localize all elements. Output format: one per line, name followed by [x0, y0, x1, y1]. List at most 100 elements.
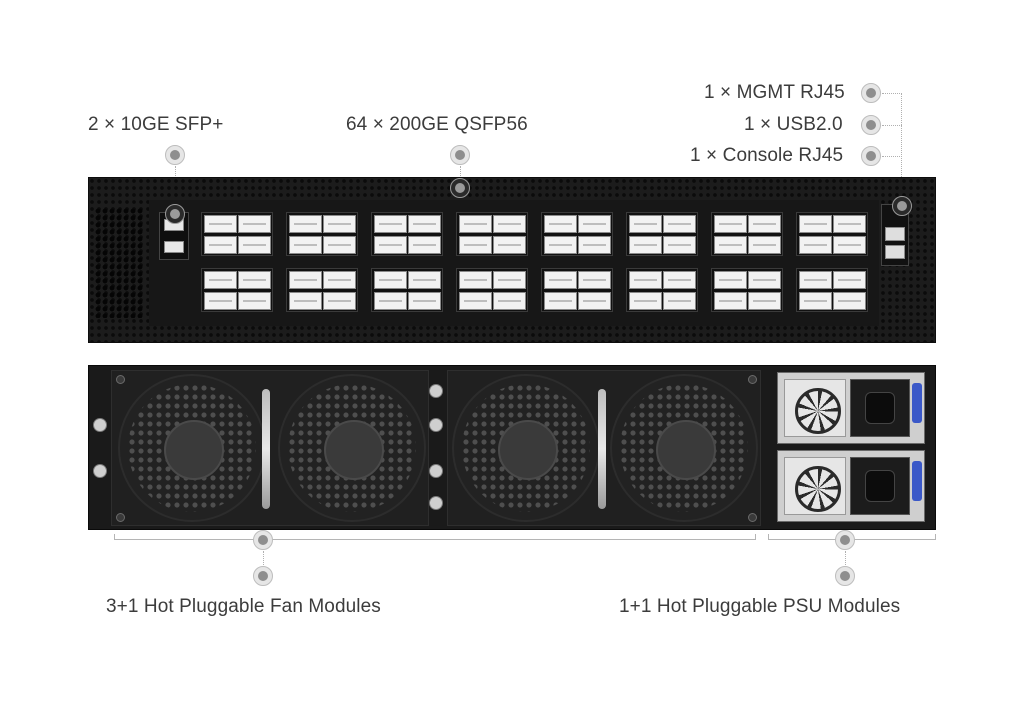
- qsfp-port: [238, 215, 271, 233]
- qsfp-port: [799, 271, 832, 289]
- qsfp-port: [493, 271, 526, 289]
- mgmt-callout-line: [882, 93, 902, 94]
- qsfp-port: [374, 271, 407, 289]
- psu-power-inlet-1: [850, 379, 910, 437]
- qsfp-cage: [371, 268, 443, 312]
- qsfp-port: [408, 236, 441, 254]
- psu-power-inlet-2: [850, 457, 910, 515]
- qsfp-cage: [796, 268, 868, 312]
- qsfp-port: [629, 271, 662, 289]
- qsfp-port: [714, 236, 747, 254]
- qsfp-cage: [541, 268, 613, 312]
- qsfp-cage: [711, 212, 783, 256]
- fan-module-2: [278, 374, 426, 522]
- rear-screw: [93, 418, 107, 432]
- qsfp-port: [459, 271, 492, 289]
- qsfp-port: [374, 236, 407, 254]
- qsfp-port: [204, 292, 237, 310]
- qsfp-port: [374, 215, 407, 233]
- console-port-label: 1 × Console RJ45: [690, 145, 844, 166]
- qsfp-port: [323, 215, 356, 233]
- qsfp-cage: [456, 268, 528, 312]
- qsfp-port: [578, 271, 611, 289]
- fan-tray-handle-2: [598, 389, 606, 509]
- tray-screw: [116, 513, 125, 522]
- usb-port-label: 1 × USB2.0: [744, 114, 843, 135]
- qsfp-port: [833, 215, 866, 233]
- switch-front-panel: [88, 177, 936, 343]
- usb-callout-line: [882, 125, 902, 126]
- qsfp-port: [493, 236, 526, 254]
- psu-module-1: [777, 372, 925, 444]
- fan-bracket-dot: [253, 530, 273, 550]
- qsfp-port: [714, 292, 747, 310]
- qsfp-cage: [371, 212, 443, 256]
- qsfp-port: [544, 215, 577, 233]
- psu-latch-1: [912, 383, 922, 423]
- qsfp-port: [408, 292, 441, 310]
- fan-module-1: [118, 374, 266, 522]
- qsfp-port: [663, 271, 696, 289]
- sfp-callout-dot: [165, 145, 185, 165]
- console-callout-line: [882, 156, 902, 157]
- fan-callout-line: [263, 551, 264, 565]
- qsfp-port: [629, 215, 662, 233]
- qsfp-port: [459, 236, 492, 254]
- console-callout-dot: [861, 146, 881, 166]
- qsfp-port: [544, 236, 577, 254]
- qsfp-port: [799, 236, 832, 254]
- qsfp-port: [238, 292, 271, 310]
- qsfp-port: [204, 271, 237, 289]
- qsfp-port: [323, 236, 356, 254]
- rear-screw: [429, 418, 443, 432]
- qsfp-cage: [626, 212, 698, 256]
- switch-rear-panel: [88, 365, 936, 530]
- qsfp-port: [833, 236, 866, 254]
- qsfp-port: [833, 292, 866, 310]
- qsfp-port: [799, 292, 832, 310]
- tray-screw: [116, 375, 125, 384]
- qsfp-port: [459, 292, 492, 310]
- psu-module-2: [777, 450, 925, 522]
- fan-modules-bracket: [114, 534, 756, 540]
- psu-fan-1: [784, 379, 846, 437]
- qsfp-port: [629, 292, 662, 310]
- qsfp-cage: [796, 212, 868, 256]
- qsfp-cage: [201, 268, 273, 312]
- fan-module-4: [610, 374, 758, 522]
- qsfp-port: [629, 236, 662, 254]
- rear-screw: [429, 464, 443, 478]
- psu-callout-dot: [835, 566, 855, 586]
- qsfp-port: [748, 271, 781, 289]
- qsfp-port: [204, 215, 237, 233]
- fan-callout-dot: [253, 566, 273, 586]
- fan-tray-1: [111, 370, 429, 526]
- rear-screw: [429, 384, 443, 398]
- qsfp-port: [663, 292, 696, 310]
- qsfp-port: [374, 292, 407, 310]
- qsfp-port: [578, 215, 611, 233]
- qsfp-port: [323, 271, 356, 289]
- qsfp-port: [408, 271, 441, 289]
- qsfp-callout-dot: [450, 145, 470, 165]
- qsfp-port: [544, 292, 577, 310]
- mgmt-port-label: 1 × MGMT RJ45: [704, 82, 845, 103]
- usb-callout-dot: [861, 115, 881, 135]
- qsfp-port: [238, 271, 271, 289]
- mgmt-callout-dot: [861, 83, 881, 103]
- qsfp-cage: [456, 212, 528, 256]
- qsfp-port: [493, 292, 526, 310]
- console-rj45-port: [885, 245, 905, 259]
- qsfp-port: [289, 271, 322, 289]
- rear-screw: [429, 496, 443, 510]
- qsfp-cage: [711, 268, 783, 312]
- qsfp-port: [323, 292, 356, 310]
- qsfp-cage: [201, 212, 273, 256]
- power-socket: [865, 470, 895, 502]
- qsfp-port: [289, 215, 322, 233]
- psu-fan-2: [784, 457, 846, 515]
- qsfp-port: [833, 271, 866, 289]
- qsfp-port: [493, 215, 526, 233]
- tray-screw: [748, 513, 757, 522]
- tray-screw: [748, 375, 757, 384]
